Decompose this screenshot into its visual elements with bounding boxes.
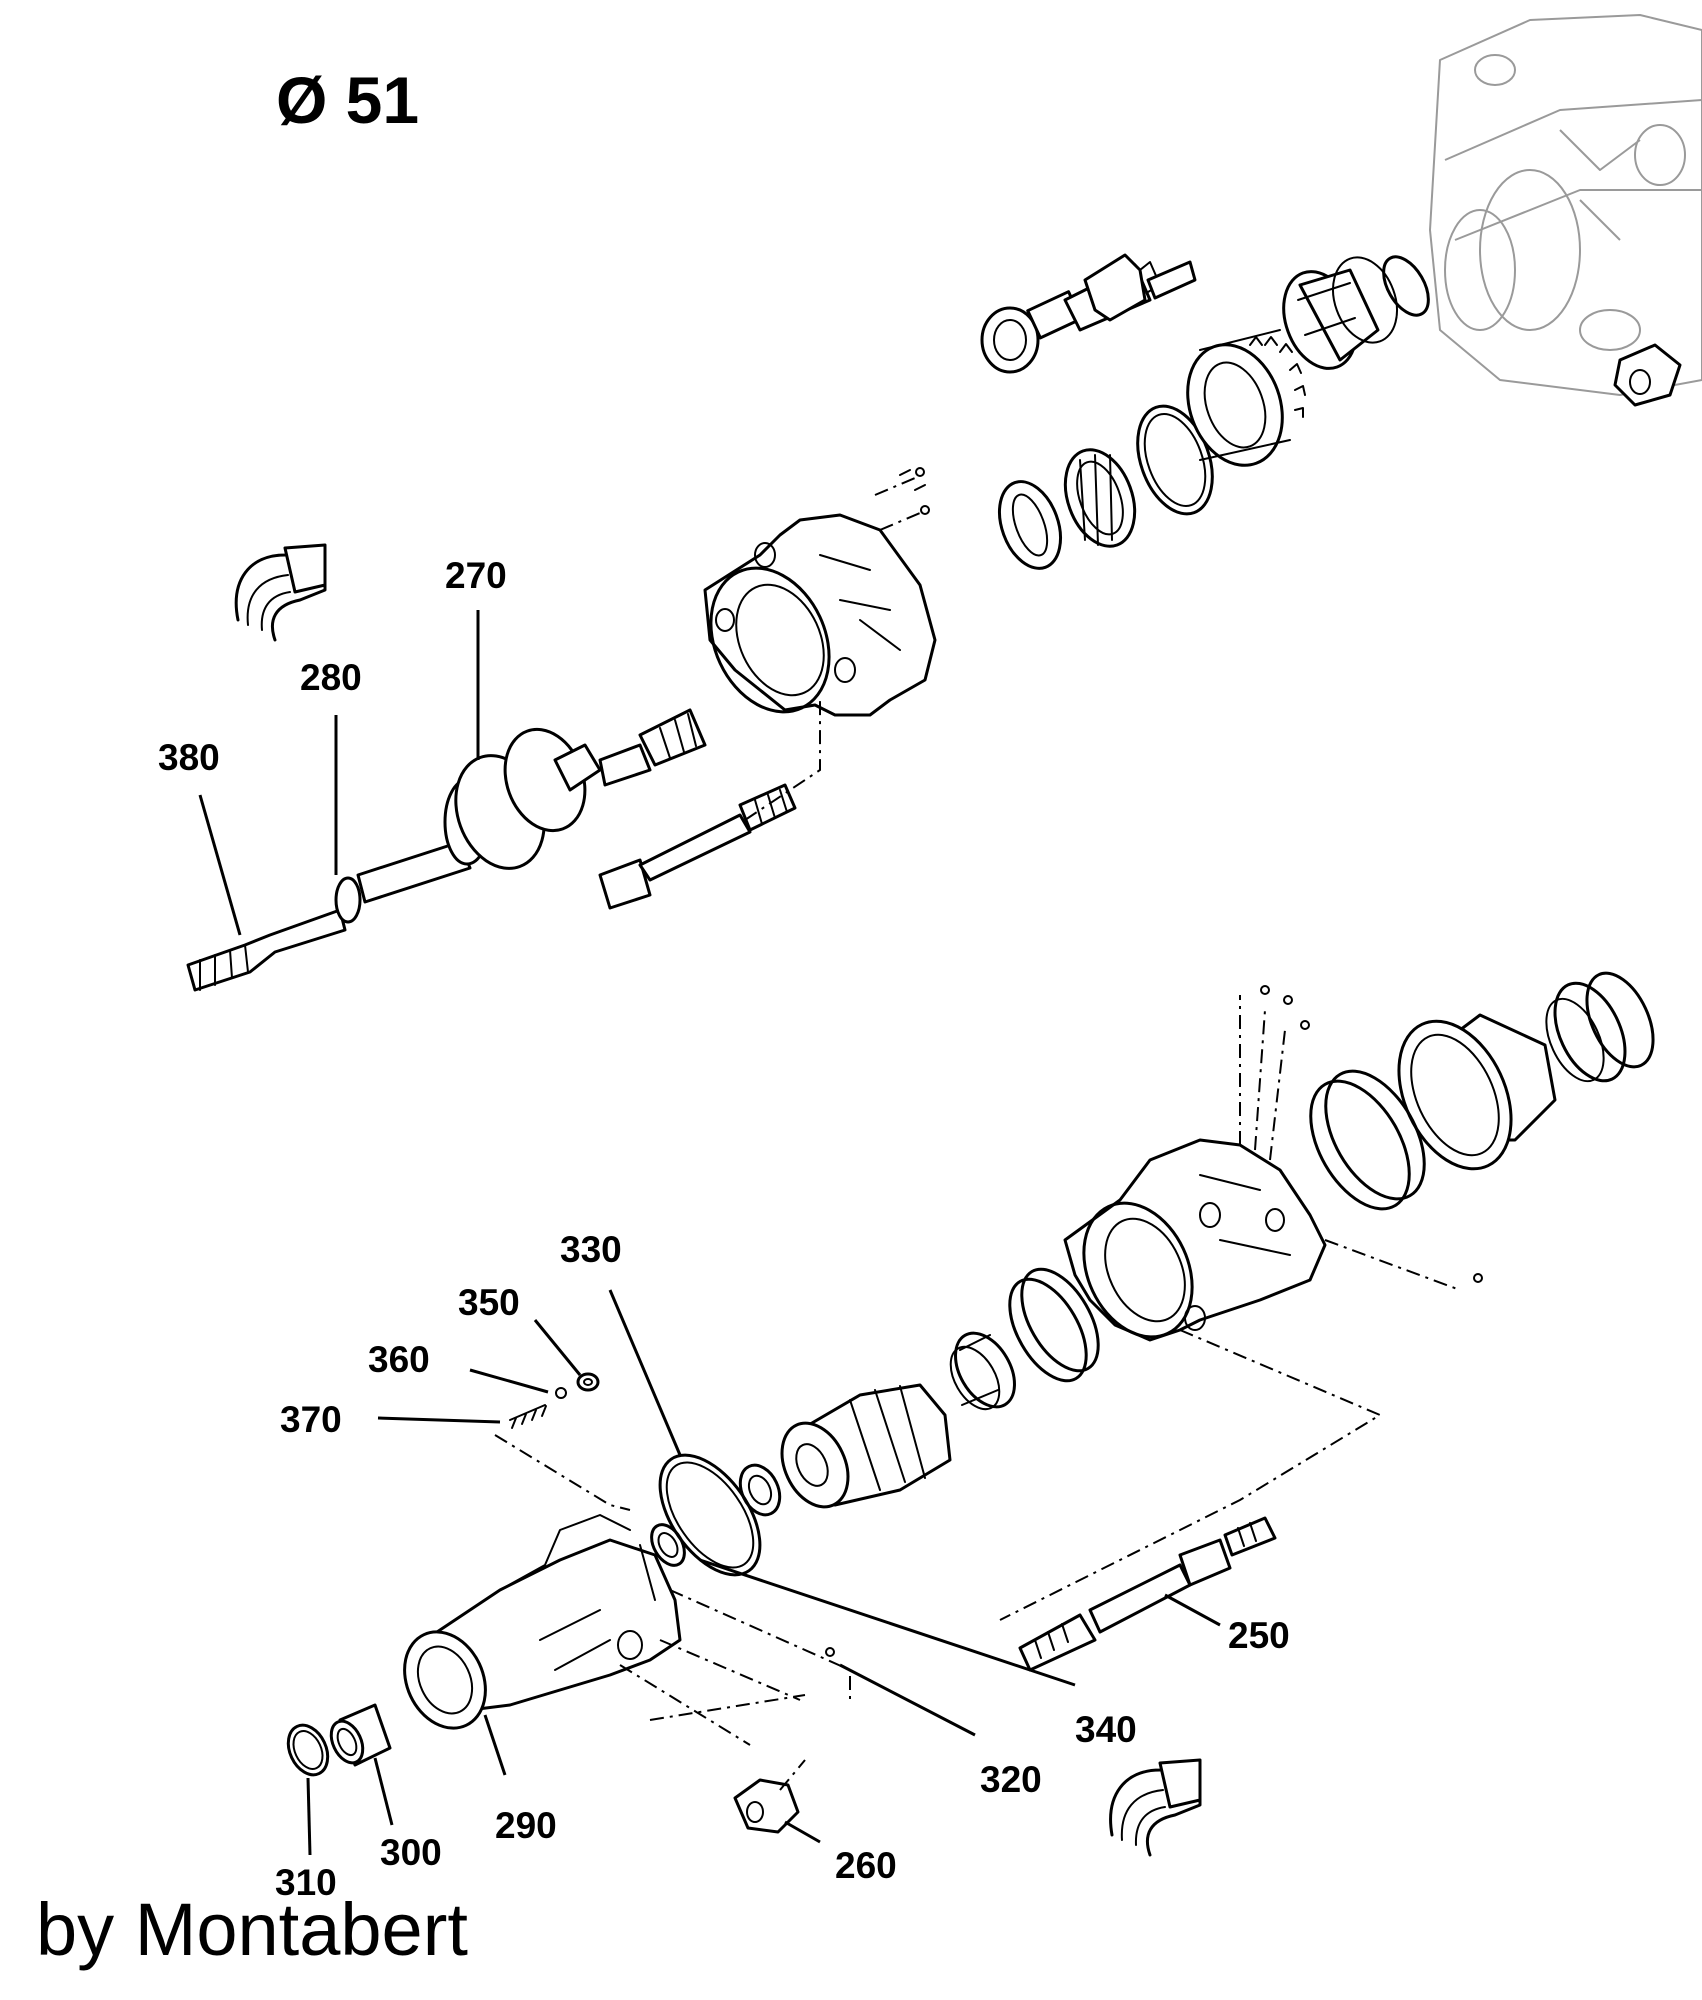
lower-piston: [738, 1383, 952, 1517]
callout-380: 380: [158, 737, 220, 778]
lower-housing: [999, 995, 1461, 1621]
callout-360: 360: [368, 1339, 430, 1380]
credit-text: by Montabert: [36, 1888, 468, 1971]
callout-280: 280: [300, 657, 362, 698]
callout-290: 290: [495, 1805, 557, 1846]
callout-250: 250: [1228, 1615, 1290, 1656]
callout-340: 340: [1075, 1709, 1137, 1750]
front-head-290: [403, 1514, 851, 1746]
grease-symbol-icon: [234, 543, 327, 642]
callout-370: 370: [280, 1399, 342, 1440]
ring-330-seal-340: [650, 1453, 762, 1577]
callout-350: 350: [458, 1282, 520, 1323]
small-parts-350-360-370: [494, 1372, 631, 1511]
diagram-title: Ø 51: [276, 63, 419, 137]
upper-small-parts: [980, 253, 1682, 570]
nut-260: [733, 1759, 806, 1834]
upper-housing: [703, 513, 937, 717]
callout-300: 300: [380, 1832, 442, 1873]
upper-piston-shaft: [186, 708, 707, 992]
callout-labels: 380 280 270 330 350 360 370 250 340 320 …: [158, 555, 1290, 1903]
bushing-300-ring-310: [286, 1703, 392, 1777]
bolt-250: [1018, 1516, 1277, 1672]
callout-270: 270: [445, 555, 507, 596]
callout-330: 330: [560, 1229, 622, 1270]
grease-symbol-icon: [1109, 1758, 1202, 1857]
callout-310: 310: [275, 1862, 337, 1903]
callout-320: 320: [980, 1759, 1042, 1800]
leader-lines: [198, 610, 1221, 1856]
housing-ghost: [1429, 14, 1702, 396]
o-rings: [825, 467, 1483, 1657]
lower-rings: [949, 971, 1655, 1411]
spool-valve: [598, 700, 821, 910]
callout-260: 260: [835, 1845, 897, 1886]
